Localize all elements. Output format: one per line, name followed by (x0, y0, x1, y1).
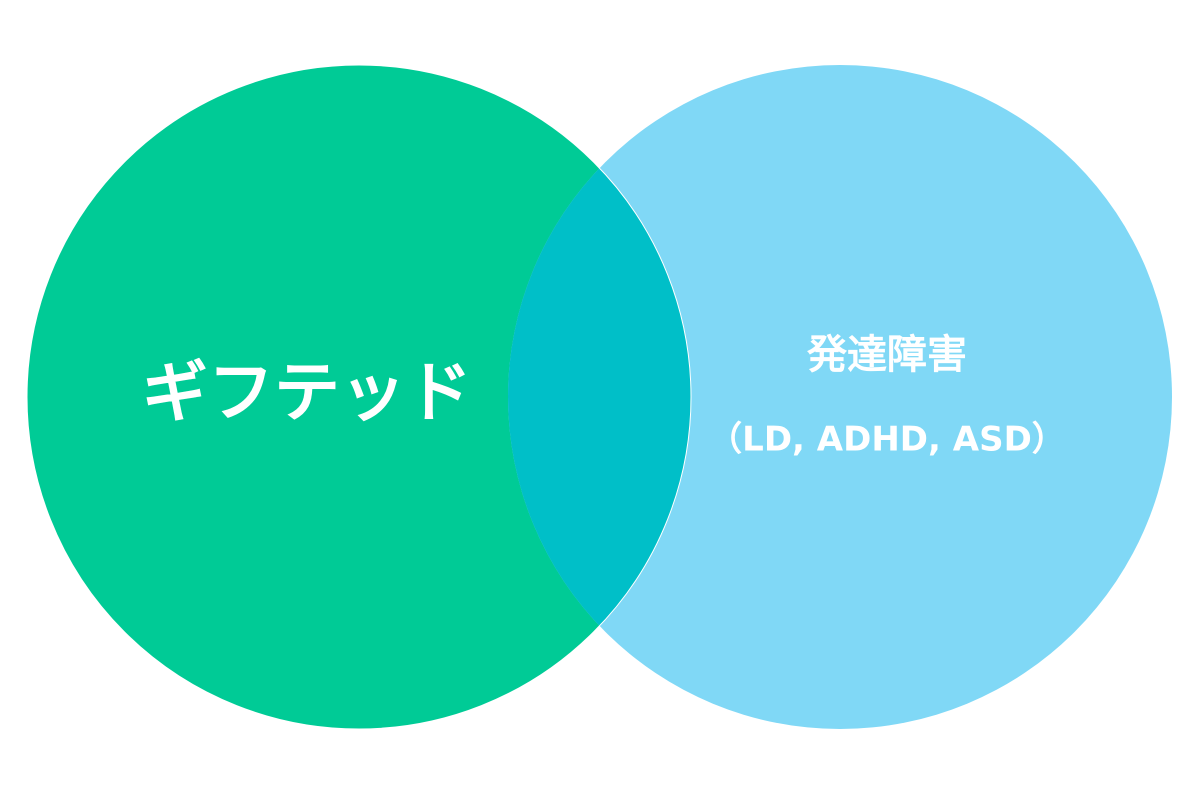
gifted-circle (27, 65, 691, 729)
gifted-label: ギフテッド (142, 354, 472, 431)
gifted-circle-outline (26, 64, 692, 730)
developmental-disorder-sublabel: （LD, ADHD, ASD） (708, 420, 1066, 460)
developmental-disorder-circle (508, 65, 1172, 729)
developmental-disorder-label: 発達障害 (807, 332, 967, 378)
